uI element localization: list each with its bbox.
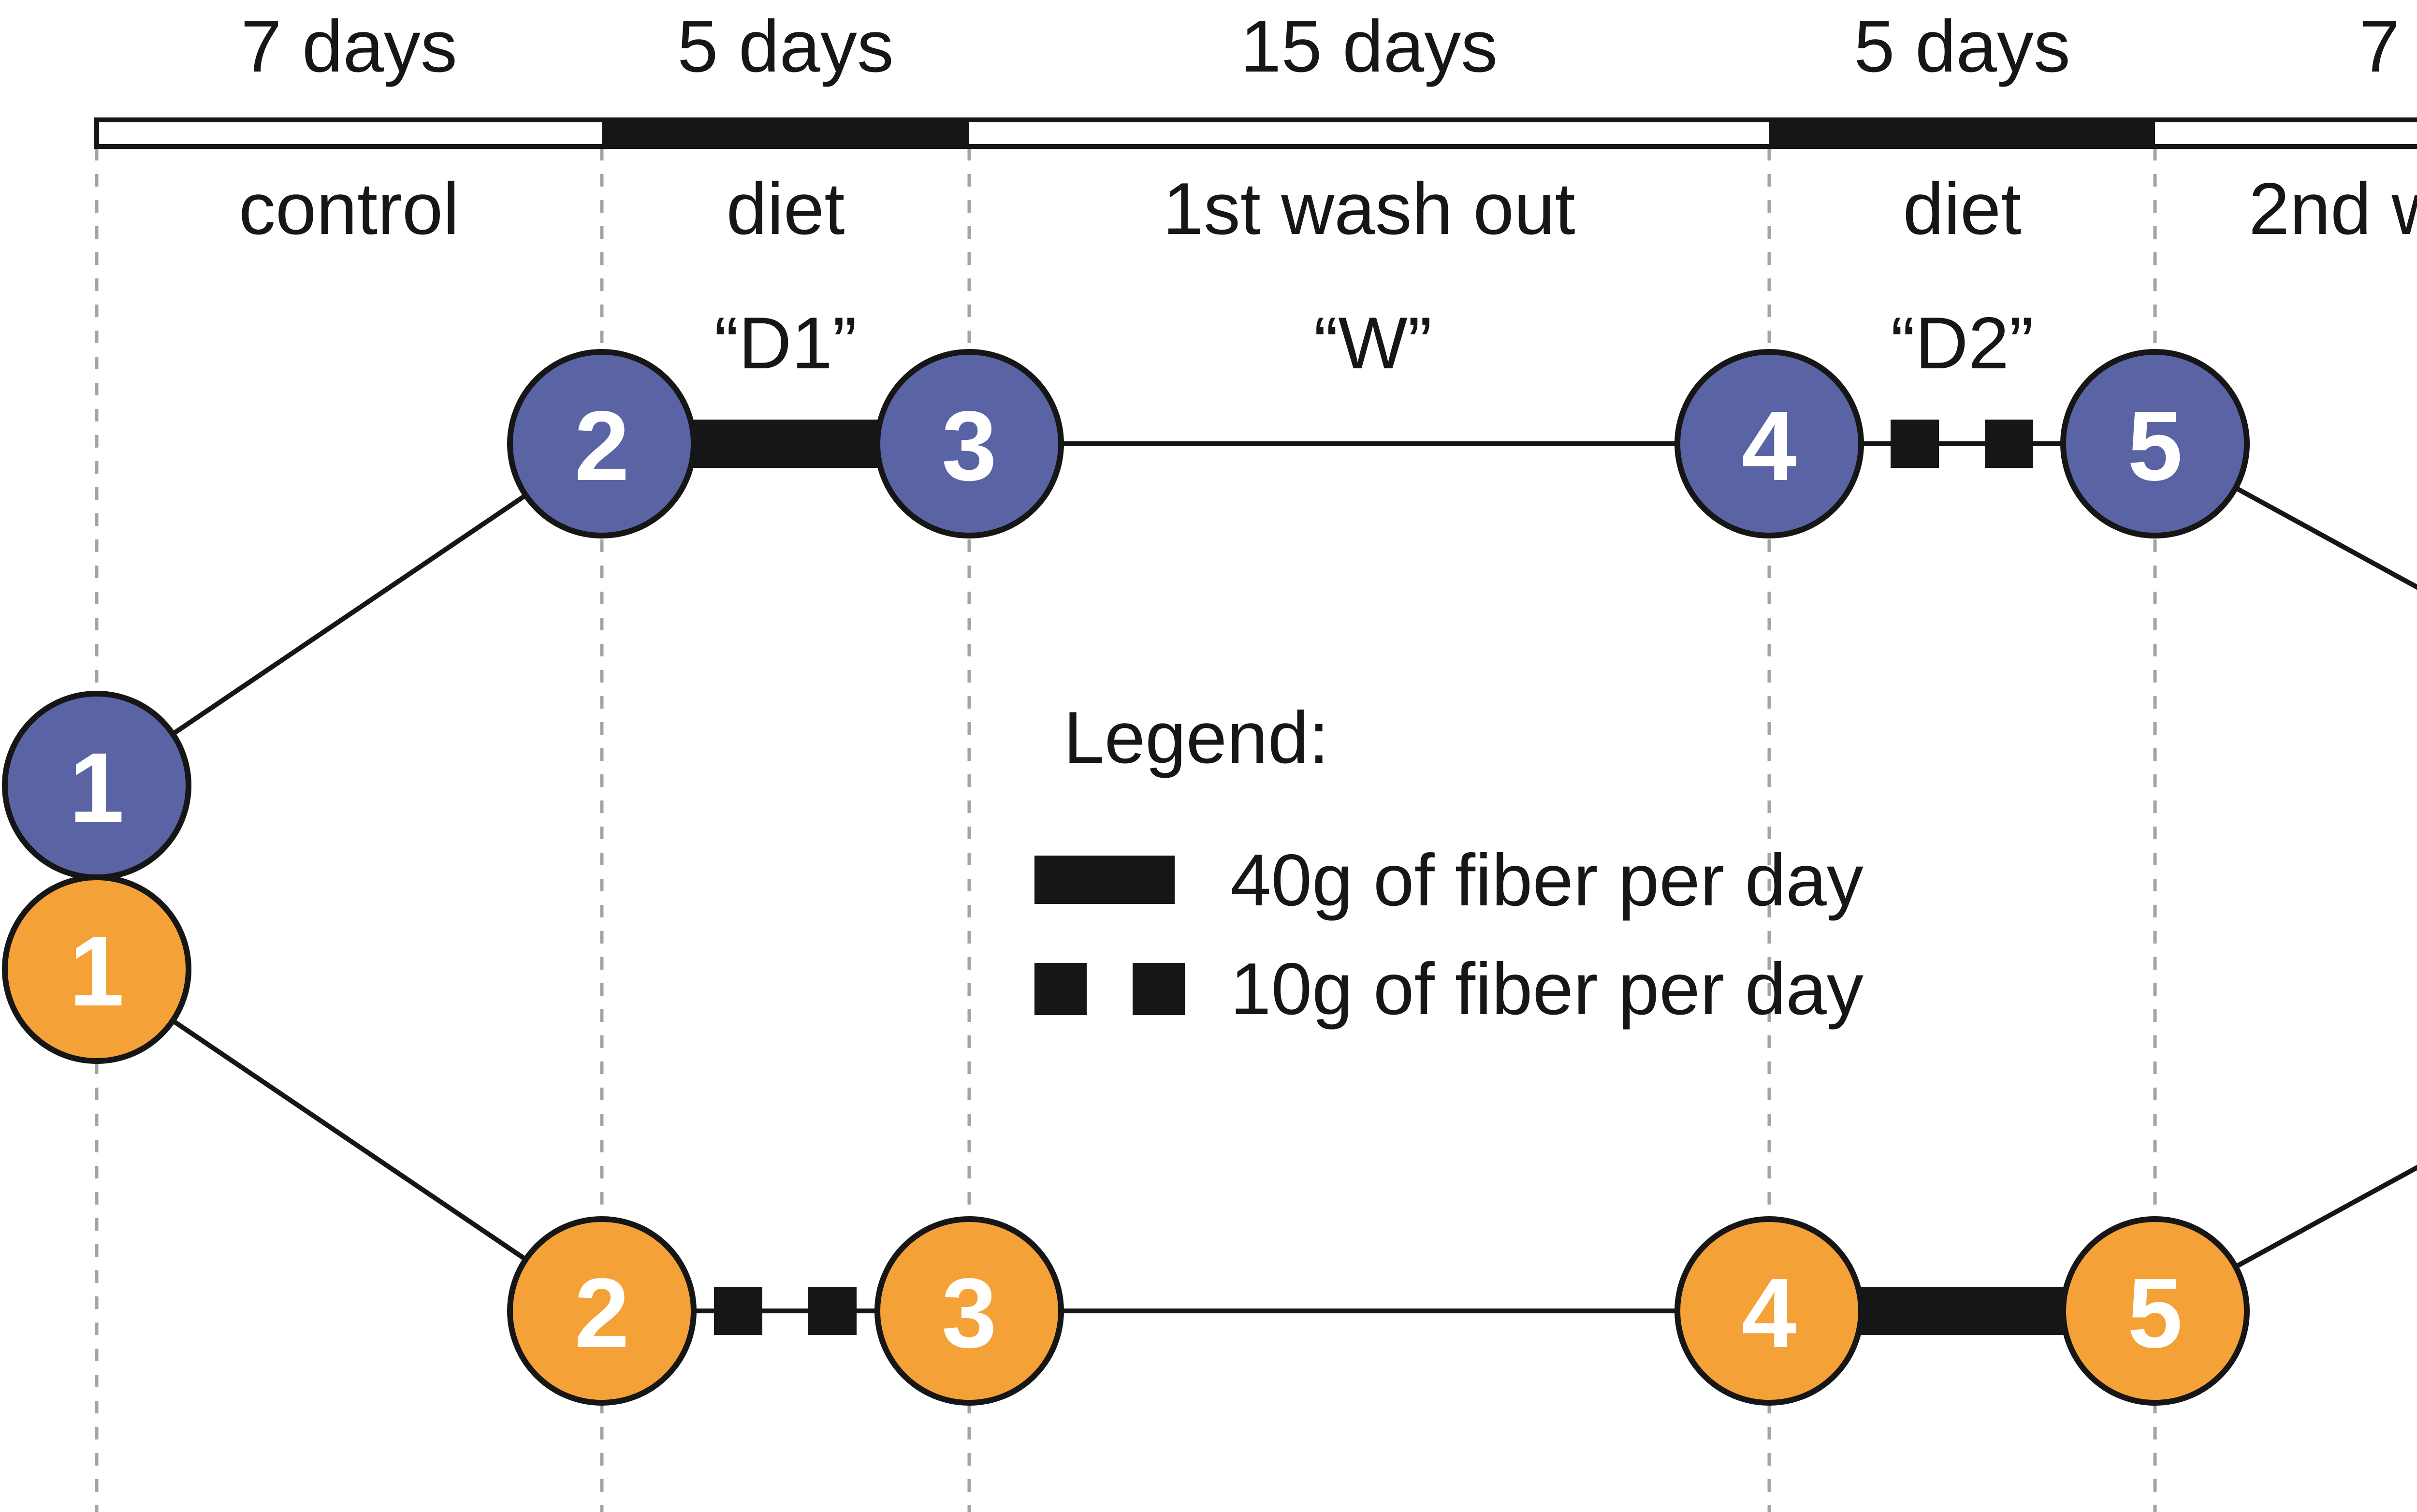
arm2-visit-circle-3 xyxy=(874,1216,1064,1406)
arm1-connector-visit1-2 xyxy=(95,441,603,788)
timeline-diet2-segment xyxy=(1769,117,2155,149)
arm2-visit-number-3: 3 xyxy=(942,1258,997,1368)
arm2-visit-number-4: 4 xyxy=(1742,1258,1797,1368)
legend-title: Legend: xyxy=(1063,697,1329,779)
legend-label-40g: 40g of fiber per day xyxy=(1230,839,1864,921)
arm2-visit-number-5: 5 xyxy=(2127,1258,2183,1368)
arm1-visit-number-4: 4 xyxy=(1742,391,1797,501)
arm1-visit-circle-5 xyxy=(2060,349,2250,538)
phase-label-control: control xyxy=(239,168,459,250)
arm2-visit-number-2: 2 xyxy=(574,1258,629,1368)
arm2-visit-circle-5 xyxy=(2060,1216,2250,1406)
arm2-visits: 1 2 3 4 5 6 xyxy=(2,874,2250,1406)
arm2-visit-circle-2 xyxy=(507,1216,697,1406)
phase-duration-5: 7 days xyxy=(2359,5,2417,87)
arm2-d1-square-10g-b xyxy=(808,1287,857,1335)
arm2-connector-visit1-2 xyxy=(95,967,603,1313)
phase-duration-4: 5 days xyxy=(1854,5,2070,87)
arm2-visit-number-1: 1 xyxy=(69,916,124,1027)
arm1-visit-circle-3 xyxy=(874,349,1064,538)
phase-duration-1: 7 days xyxy=(241,5,457,87)
arm2-visit-circle-4 xyxy=(1674,1216,1864,1406)
arm1-d2-square-10g-b xyxy=(1985,420,2033,468)
arm1-connector-visit5-6 xyxy=(2154,441,2417,590)
arm1-visit-number-5: 5 xyxy=(2127,391,2183,501)
arm1-visits: 1 2 3 4 5 6 xyxy=(2,349,2250,880)
phase-label-diet1: diet xyxy=(726,168,844,250)
timeline-diet1-segment xyxy=(602,117,969,149)
arm1-visit-circle-2 xyxy=(507,349,697,538)
arm1-visit-number-3: 3 xyxy=(942,391,997,501)
phase-code-d2: “D2” xyxy=(1891,302,2034,384)
arm1-visit-circle-4 xyxy=(1674,349,1864,538)
arm1-d2-square-10g-a xyxy=(1891,420,1939,468)
legend-swatch-10g-square-b xyxy=(1133,963,1185,1015)
arm2-connector-visit5-6 xyxy=(2154,1164,2417,1313)
phase-label-washout1: 1st wash out xyxy=(1163,168,1575,250)
timeline-bar-group xyxy=(94,117,2417,149)
arm2-visit-circle-1 xyxy=(2,874,191,1064)
phase-duration-2: 5 days xyxy=(677,5,894,87)
arm1-visit-number-1: 1 xyxy=(69,732,124,843)
legend-swatch-40g-solid-bar xyxy=(1034,856,1175,904)
phase-duration-3: 15 days xyxy=(1240,5,1498,87)
legend-label-10g: 10g of fiber per day xyxy=(1230,948,1864,1030)
legend: Legend: 40g of fiber per day 10g of fibe… xyxy=(1034,697,1864,1030)
legend-swatch-10g-square-a xyxy=(1034,963,1087,1015)
phase-label-diet2: diet xyxy=(1903,168,2021,250)
arm1-visit-number-2: 2 xyxy=(574,391,629,501)
phase-code-w: “W” xyxy=(1314,302,1432,384)
phase-code-d1: “D1” xyxy=(714,302,857,384)
phase-label-washout2: 2nd wash out xyxy=(2249,168,2417,250)
arm2-d1-square-10g-a xyxy=(714,1287,762,1335)
